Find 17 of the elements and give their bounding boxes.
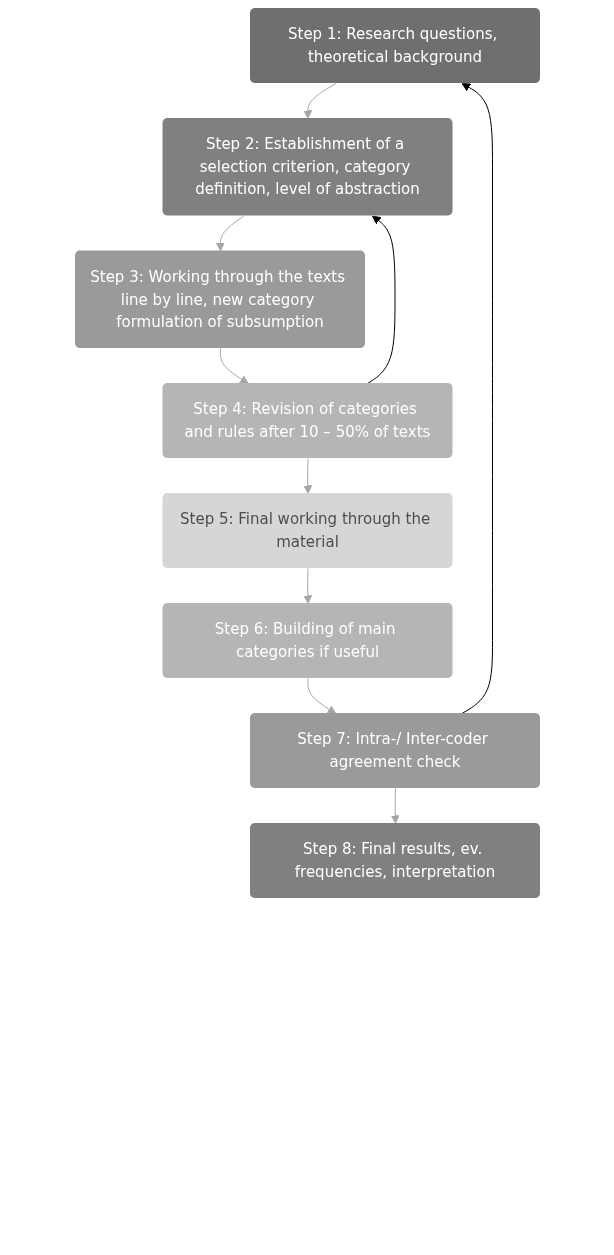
arrow bbox=[461, 83, 493, 714]
node-box: Step 4: Revision of categories and rules after 10 – 50% of texts bbox=[162, 383, 452, 458]
node-box: Step 3: Working through the texts line by line, new category formulation of subsumption bbox=[74, 250, 365, 348]
arrow bbox=[215, 215, 244, 252]
arrow bbox=[302, 458, 312, 494]
node-box: Step 6: Building of main categories if useful bbox=[162, 603, 452, 678]
arrow bbox=[390, 788, 400, 824]
arrow bbox=[302, 568, 312, 604]
node-box: Step 7: Intra-/ Inter-coder agreement check bbox=[249, 713, 540, 788]
arrow bbox=[219, 348, 249, 384]
arrow bbox=[366, 215, 395, 384]
node-box: Step 2: Establishment of a selection criterion, category definition, level of abstraction bbox=[162, 118, 452, 216]
node-box: Step 8: Final results, ev. frequencies, interpretation bbox=[249, 823, 540, 898]
arrow bbox=[306, 678, 336, 714]
arrow bbox=[302, 83, 336, 119]
node-box: Step 5: Final working through the material bbox=[162, 493, 452, 568]
node-box: Step 1: Research questions, theoretical background bbox=[249, 8, 540, 83]
